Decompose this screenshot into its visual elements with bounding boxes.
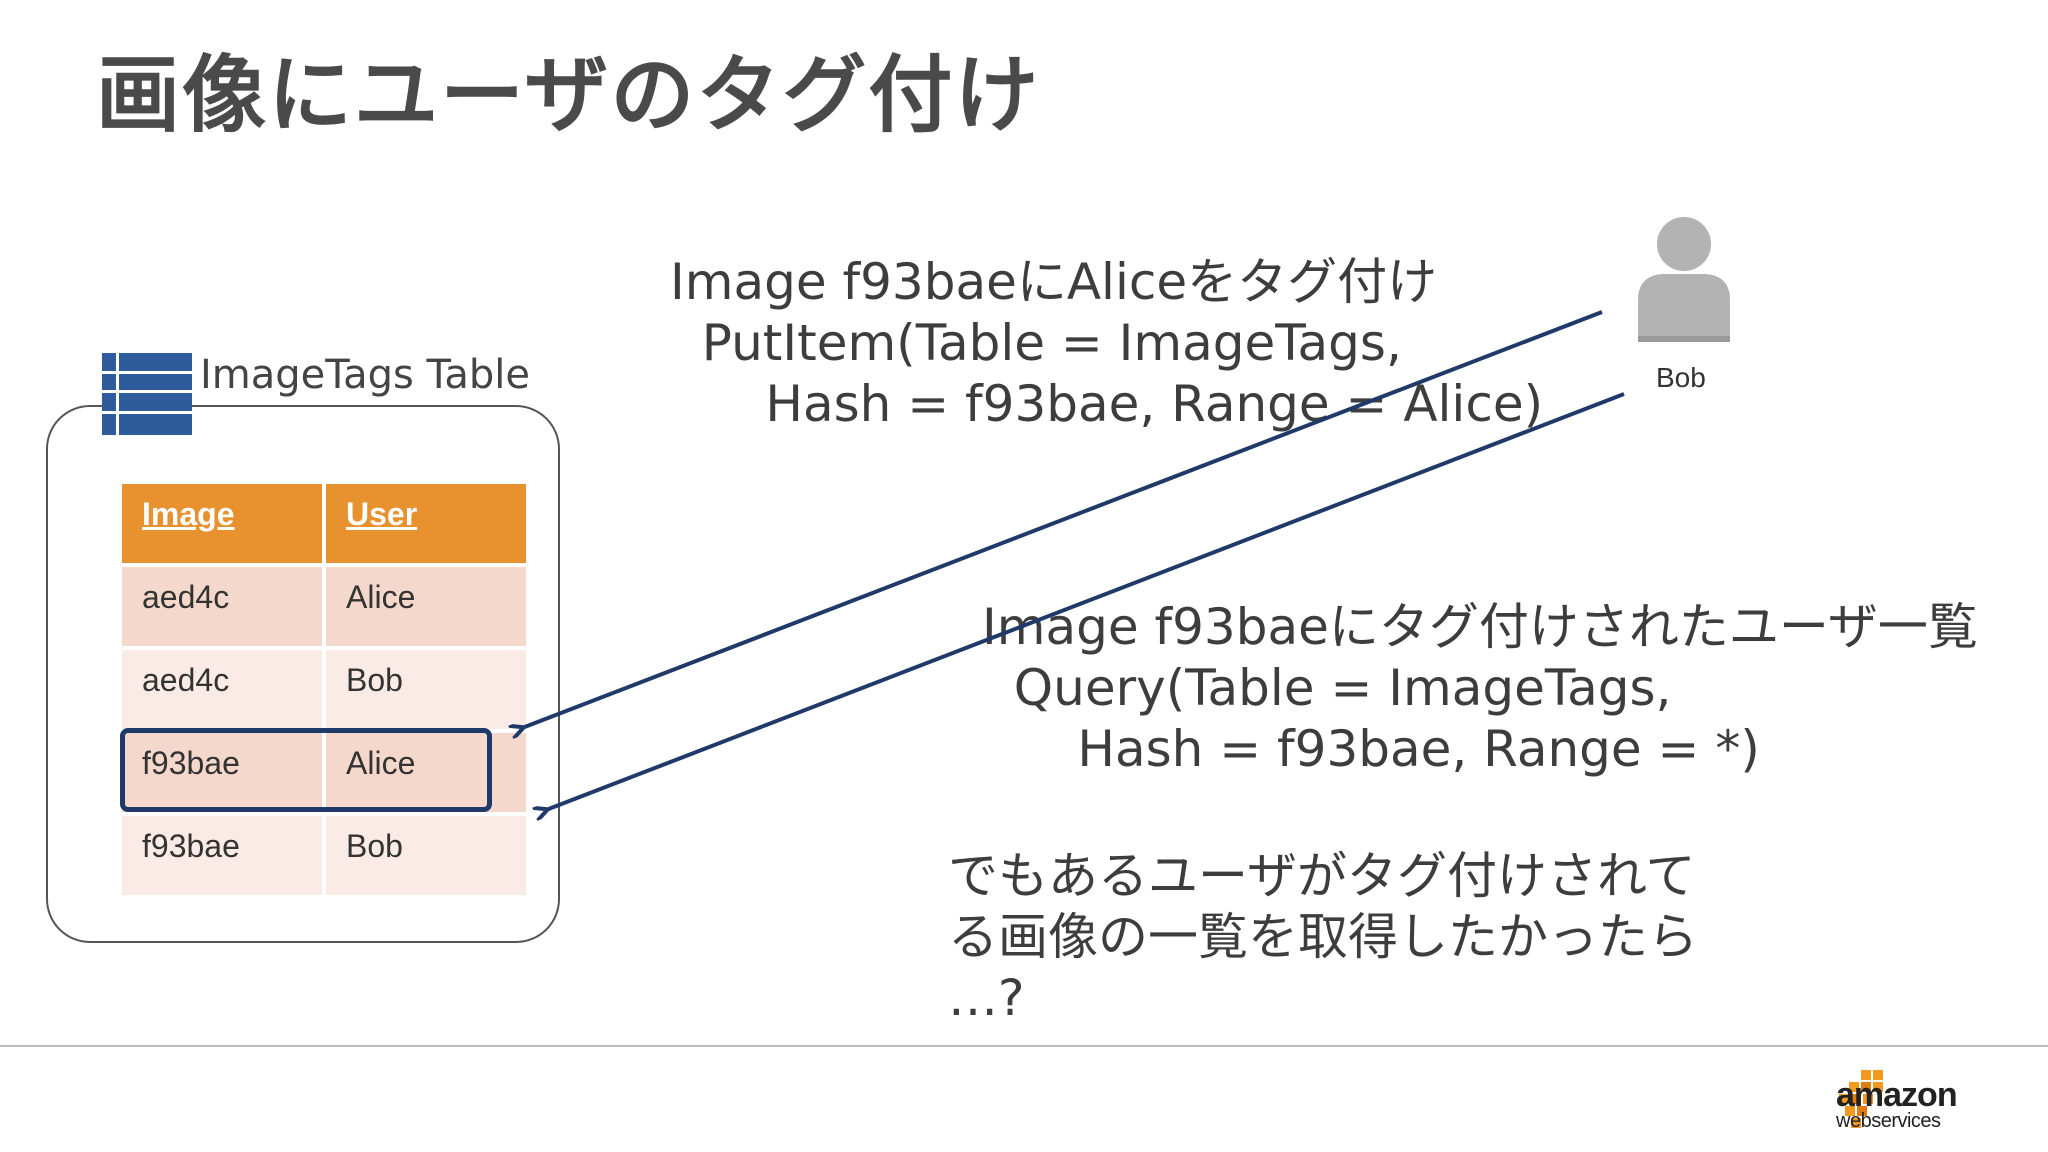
cell-user: Alice [326, 733, 526, 812]
table-row: aed4c Alice [122, 567, 526, 646]
putitem-line2: PutItem(Table = ImageTags, [701, 314, 1402, 372]
user-name-label: Bob [1656, 362, 1706, 393]
footer-divider [0, 1045, 2048, 1047]
query-line2: Query(Table = ImageTags, [1013, 659, 1672, 717]
question-line2: る画像の一覧を取得したかったら [948, 908, 1698, 966]
table-row-highlighted: f93bae Alice [122, 733, 526, 812]
query-line3: Hash = f93bae, Range = *) [1077, 720, 1760, 778]
putitem-arrow [522, 310, 1603, 728]
putitem-text: Image f93baeにAliceをタグ付け PutItem(Table = … [670, 252, 1543, 435]
table-icon [102, 353, 192, 435]
question-text: でもあるユーザがタグ付けされて る画像の一覧を取得したかったら …? [948, 846, 1698, 1029]
cell-user: Alice [326, 567, 526, 646]
cell-user: Bob [326, 650, 526, 729]
cell-image: aed4c [122, 567, 322, 646]
aws-subtext: webservices [1836, 1110, 1941, 1132]
query-text: Image f93baeにタグ付けされたユーザ一覧 Query(Table = … [982, 597, 1978, 780]
cell-image: f93bae [122, 733, 322, 812]
putitem-line1: Image f93baeにAliceをタグ付け [670, 253, 1438, 311]
user-silhouette-icon [1638, 217, 1730, 342]
putitem-line3: Hash = f93bae, Range = Alice) [765, 375, 1544, 433]
table-caption: ImageTags Table [200, 352, 530, 398]
table-row: f93bae Bob [122, 816, 526, 895]
aws-wordmark: amazon [1836, 1076, 1958, 1114]
query-line1: Image f93baeにタグ付けされたユーザ一覧 [982, 598, 1978, 656]
cell-image: f93bae [122, 816, 322, 895]
question-line3: …? [948, 969, 1025, 1027]
table-container [46, 405, 560, 943]
header-user: User [326, 484, 526, 563]
table-row: aed4c Bob [122, 650, 526, 729]
aws-cubes-logo [1839, 1070, 1883, 1128]
query-arrow [546, 392, 1625, 810]
cell-user: Bob [326, 816, 526, 895]
header-image: Image [122, 484, 322, 563]
slide-title: 画像にユーザのタグ付け [96, 46, 1041, 144]
cell-image: aed4c [122, 650, 322, 729]
image-tags-table: Image User aed4c Alice aed4c Bob f93bae … [118, 480, 530, 899]
question-line1: でもあるユーザがタグ付けされて [948, 847, 1696, 905]
table-header-row: Image User [122, 484, 526, 563]
highlight-box [120, 728, 492, 812]
